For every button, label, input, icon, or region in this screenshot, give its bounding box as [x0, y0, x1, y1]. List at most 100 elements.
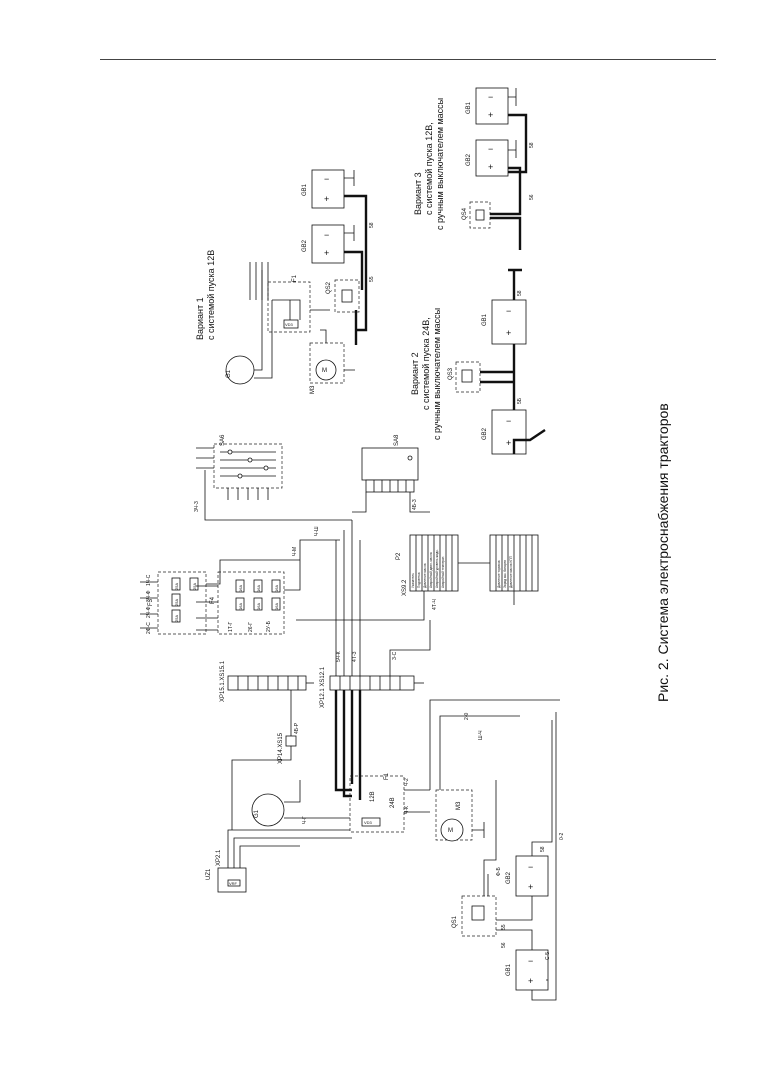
f1-main-outline [349, 775, 405, 833]
gb1-minus-var3: − [488, 92, 493, 102]
f1-block-var1 [267, 281, 311, 333]
sa6-block: SA6 [196, 434, 352, 521]
qs3-switch-var2 [461, 369, 473, 383]
gb2-minus-main: − [528, 862, 533, 872]
wire-1t-g: 1Т-Г [228, 622, 234, 633]
qs4-label-var3: QS4 [462, 207, 468, 220]
qs2-switch-var1 [341, 289, 353, 303]
gb2-label-var1: GB2 [302, 239, 308, 252]
m3-motor-var1 [315, 359, 337, 381]
qs4-switch-var3 [475, 209, 485, 221]
gb1-plus-var2: + [506, 328, 511, 338]
gb2-plus-var1: + [324, 248, 329, 258]
f1-main-vd: VD3 [364, 820, 373, 825]
qs2-label-var1: QS2 [326, 281, 332, 294]
uz1-vrf: VRF [229, 881, 238, 886]
wire-ch-sh: Ч-Ш [314, 526, 320, 536]
gb1-plus-var1: + [324, 194, 329, 204]
f4-rating-1: 16А [238, 585, 243, 592]
gb2-battery-var1 [311, 224, 345, 264]
gb1-battery-var2 [491, 299, 527, 345]
gb1-battery-var3 [475, 87, 509, 125]
gb2-label-var3: GB2 [466, 153, 472, 166]
gb1-plus-var3: + [488, 110, 493, 120]
p2-row-3: Аварийный давл. масла [429, 552, 433, 588]
f4-rating-4: 16А [256, 603, 261, 610]
wire-56-main: 56 [501, 942, 507, 948]
sa8-outline [361, 447, 419, 481]
wire-4t-z: 4Т-З [352, 651, 358, 662]
p2-row-4: Аварийный уровень жидк. [435, 549, 439, 588]
qs2-block-var1 [334, 279, 360, 313]
sa8-label: SA8 [394, 434, 400, 446]
gb1-label-main: GB1 [506, 963, 512, 976]
main-batteries: GB2 − + GB1 − + QS1 58 0-2 55 56 С-5 [452, 712, 565, 1001]
gb1-minus-var2: − [506, 306, 511, 316]
wire-f-b: Ф-Б [496, 867, 502, 876]
gb2-minus-var3: − [488, 144, 493, 154]
m3-main-motor [440, 818, 464, 842]
gb2-plus-var2: + [506, 438, 511, 448]
gb1-battery-var1 [311, 169, 345, 209]
f1-12v: 12В [370, 791, 376, 802]
m3-label-var1: M3 [310, 385, 316, 394]
f1-fuse-mark-var1: VD3 [285, 322, 294, 327]
gb2-battery-var2 [491, 409, 527, 455]
p2-row-5: Аварийный температ. [441, 556, 445, 588]
wire-4b-z: 4Б-З [412, 499, 418, 510]
xp14-label: XP14.XS15 [278, 732, 284, 764]
m3-main-block: M M3 2-0 Ш-Ч [429, 699, 560, 842]
wire-4t-ch: 4Т-Ч [432, 599, 438, 610]
f1-label-var1: F1 [292, 274, 298, 282]
xp12-1-label: XP12.1 XS12.1 [320, 666, 326, 708]
gb1-label-var3: GB1 [466, 101, 472, 114]
gb1-plus-main: + [528, 976, 533, 986]
variant-3-block: Вариант 3 с системой пуска 12В, с ручным… [413, 87, 535, 250]
p2-row-7: Заряд акк. батареи [503, 560, 507, 588]
f3-label: F3 [148, 598, 154, 606]
fuse-block-f3: F3 25А 25А 25А 25А [140, 559, 300, 635]
wire-ch-m: Ч-М [292, 547, 298, 556]
gb2-minus-var2: − [506, 416, 511, 426]
f4-rating-6: 16А [274, 603, 279, 610]
wire-2ch-f: 2Ч-Ф [146, 606, 152, 618]
variant-1-title: Вариант 1 [195, 297, 205, 340]
fuse-block-f4: F4 16А 16А 16А 16А 16А 16А [196, 539, 340, 635]
gb1-minus-main: − [528, 956, 533, 966]
connector-xp12-1: XP12.1 XS12.1 [320, 520, 431, 708]
qs1-block-main [461, 895, 497, 937]
gb2-plus-main: + [528, 882, 533, 892]
f1-main-label: F1 [384, 772, 390, 780]
f4-rating-5: 16А [274, 585, 279, 592]
g1-label-main: G1 [254, 809, 260, 818]
f3-rating-3: 25А [174, 615, 179, 622]
m3-main-label: M3 [456, 801, 462, 810]
p2-row-2: Давление масла [423, 563, 427, 588]
gb1-label-var1: GB1 [302, 183, 308, 196]
f3-outline [157, 571, 207, 635]
gb2-label-var2: GB2 [482, 427, 488, 440]
wire-zch-z: ЗЧ-З [194, 501, 200, 512]
wire-ch-k: Ч-К [404, 806, 410, 814]
regulator-uz1: UZ1 XP2.1 VRF [206, 829, 352, 893]
wire-55-main: 55 [501, 924, 507, 930]
gb2-minus-var1: − [324, 230, 329, 240]
sa6-label: SA6 [220, 434, 226, 446]
qs1-label-main: QS1 [452, 915, 458, 928]
variant-2-title: Вариант 2 [410, 352, 420, 395]
wire-1ch-s: 1Ч-С [146, 574, 152, 586]
wire-55-var1: 55 [369, 276, 375, 282]
wire-sh-ch: Ш-Ч [478, 730, 484, 740]
f3-rating-4: 25А [192, 583, 197, 590]
variant-3-line2: с системой пуска 12В, [424, 122, 434, 215]
variant-2-block: Вариант 2 с системой пуска 24В, с ручным… [410, 268, 546, 455]
f3-rating-2: 25А [174, 599, 179, 606]
figure-caption: Рис. 2. Система электроснабжения трактор… [655, 403, 671, 702]
p2-label: P2 [396, 552, 402, 560]
m3-main-outline [435, 789, 473, 841]
indicator-panel-p2: P2 XS9.2 Указатель Подсветка Давление ма… [296, 534, 539, 621]
connector-xp15-1: XP15.1.XS15.1 [220, 660, 314, 702]
xp15-1-label: XP15.1.XS15.1 [220, 660, 226, 702]
